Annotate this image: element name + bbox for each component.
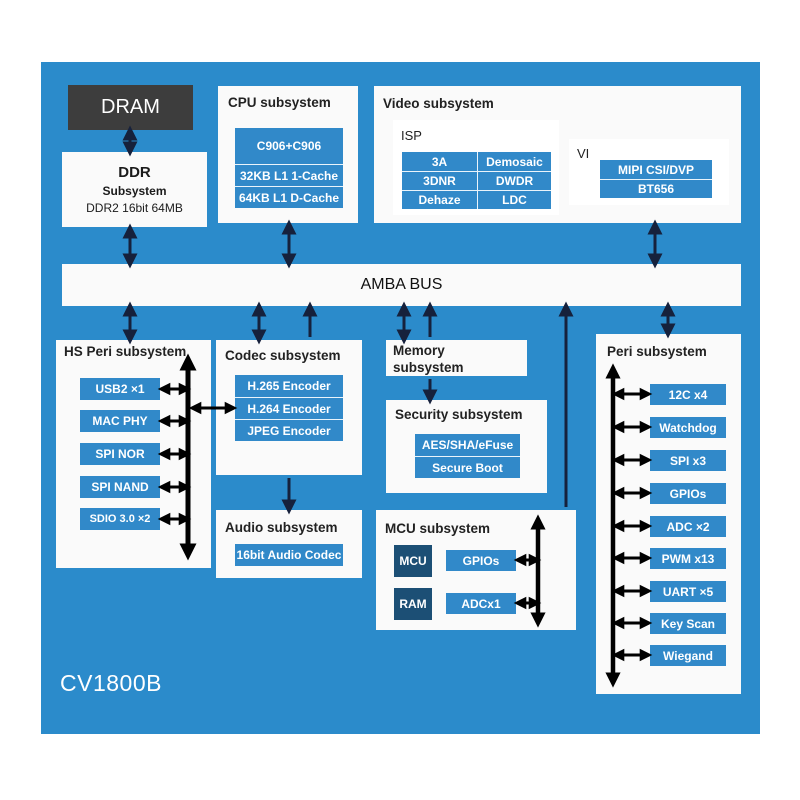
- isp-unit-3dnr: 3DNR: [402, 171, 477, 190]
- security-unit-secureboot: Secure Boot: [415, 456, 520, 478]
- vi-unit-mipi: MIPI CSI/DVP: [600, 160, 712, 179]
- isp-unit-dehaze: Dehaze: [402, 190, 477, 209]
- peri-unit-pwm: PWM x13: [650, 548, 726, 569]
- codec-unit-h264: H.264 Encoder: [235, 397, 343, 419]
- video-subsystem-title: Video subsystem: [383, 96, 494, 111]
- security-subsystem-title: Security subsystem: [395, 407, 523, 422]
- dram-block: DRAM: [68, 85, 193, 130]
- hs-peri-unit-spinor: SPI NOR: [80, 443, 160, 465]
- peri-unit-uart: UART ×5: [650, 581, 726, 602]
- hs-peri-unit-spinand: SPI NAND: [80, 476, 160, 498]
- peri-unit-wiegand: Wiegand: [650, 645, 726, 666]
- amba-bus: AMBA BUS: [62, 264, 741, 306]
- codec-unit-h265: H.265 Encoder: [235, 375, 343, 397]
- isp-unit-demosaic: Demosaic: [477, 152, 551, 171]
- ddr-subtitle: Subsystem: [102, 184, 167, 199]
- memory-subsystem-card: [386, 340, 527, 376]
- hs-peri-unit-sdio: SDIO 3.0 ×2: [80, 508, 160, 530]
- ddr-title: DDR: [118, 164, 151, 182]
- peri-unit-i2c: 12C x4: [650, 384, 726, 405]
- codec-unit-jpeg: JPEG Encoder: [235, 419, 343, 441]
- vi-unit-bt656: BT656: [600, 179, 712, 198]
- peri-unit-spi: SPI x3: [650, 450, 726, 471]
- hs-peri-unit-usb2: USB2 ×1: [80, 378, 160, 400]
- codec-subsystem-title: Codec subsystem: [225, 348, 341, 363]
- cpu-unit-icache: 32KB L1 1-Cache: [235, 164, 343, 186]
- mcu-unit-gpios: GPIOs: [446, 550, 516, 571]
- mcu-core-block: MCU: [394, 545, 432, 577]
- audio-subsystem-title: Audio subsystem: [225, 520, 338, 535]
- peri-unit-adc: ADC ×2: [650, 516, 726, 537]
- audio-unit-codec: 16bit Audio Codec: [235, 544, 343, 566]
- hs-peri-unit-macphy: MAC PHY: [80, 410, 160, 432]
- mcu-subsystem-title: MCU subsystem: [385, 521, 491, 536]
- peri-unit-keyscan: Key Scan: [650, 613, 726, 634]
- isp-unit-dwdr: DWDR: [477, 171, 551, 190]
- cpu-unit-core: C906+C906: [235, 128, 343, 164]
- peri-subsystem-title: Peri subsystem: [607, 344, 707, 359]
- cpu-unit-dcache: 64KB L1 D-Cache: [235, 186, 343, 208]
- hs-peri-subsystem-title: HS Peri subsystem: [64, 344, 187, 359]
- mcu-ram-block: RAM: [394, 588, 432, 620]
- security-unit-aes: AES/SHA/eFuse: [415, 434, 520, 456]
- ddr-subsystem-box: DDR Subsystem DDR2 16bit 64MB: [62, 152, 207, 227]
- cpu-subsystem-title: CPU subsystem: [228, 95, 331, 110]
- isp-unit-ldc: LDC: [477, 190, 551, 209]
- mcu-unit-adc: ADCx1: [446, 593, 516, 614]
- memory-subsystem-title: Memory subsystem: [393, 343, 464, 375]
- chip-label: CV1800B: [60, 670, 162, 696]
- isp-unit-3a: 3A: [402, 152, 477, 171]
- peri-unit-watchdog: Watchdog: [650, 417, 726, 438]
- vi-title: VI: [577, 146, 590, 161]
- isp-title: ISP: [401, 128, 422, 143]
- ddr-spec: DDR2 16bit 64MB: [86, 200, 183, 215]
- peri-unit-gpios: GPIOs: [650, 483, 726, 504]
